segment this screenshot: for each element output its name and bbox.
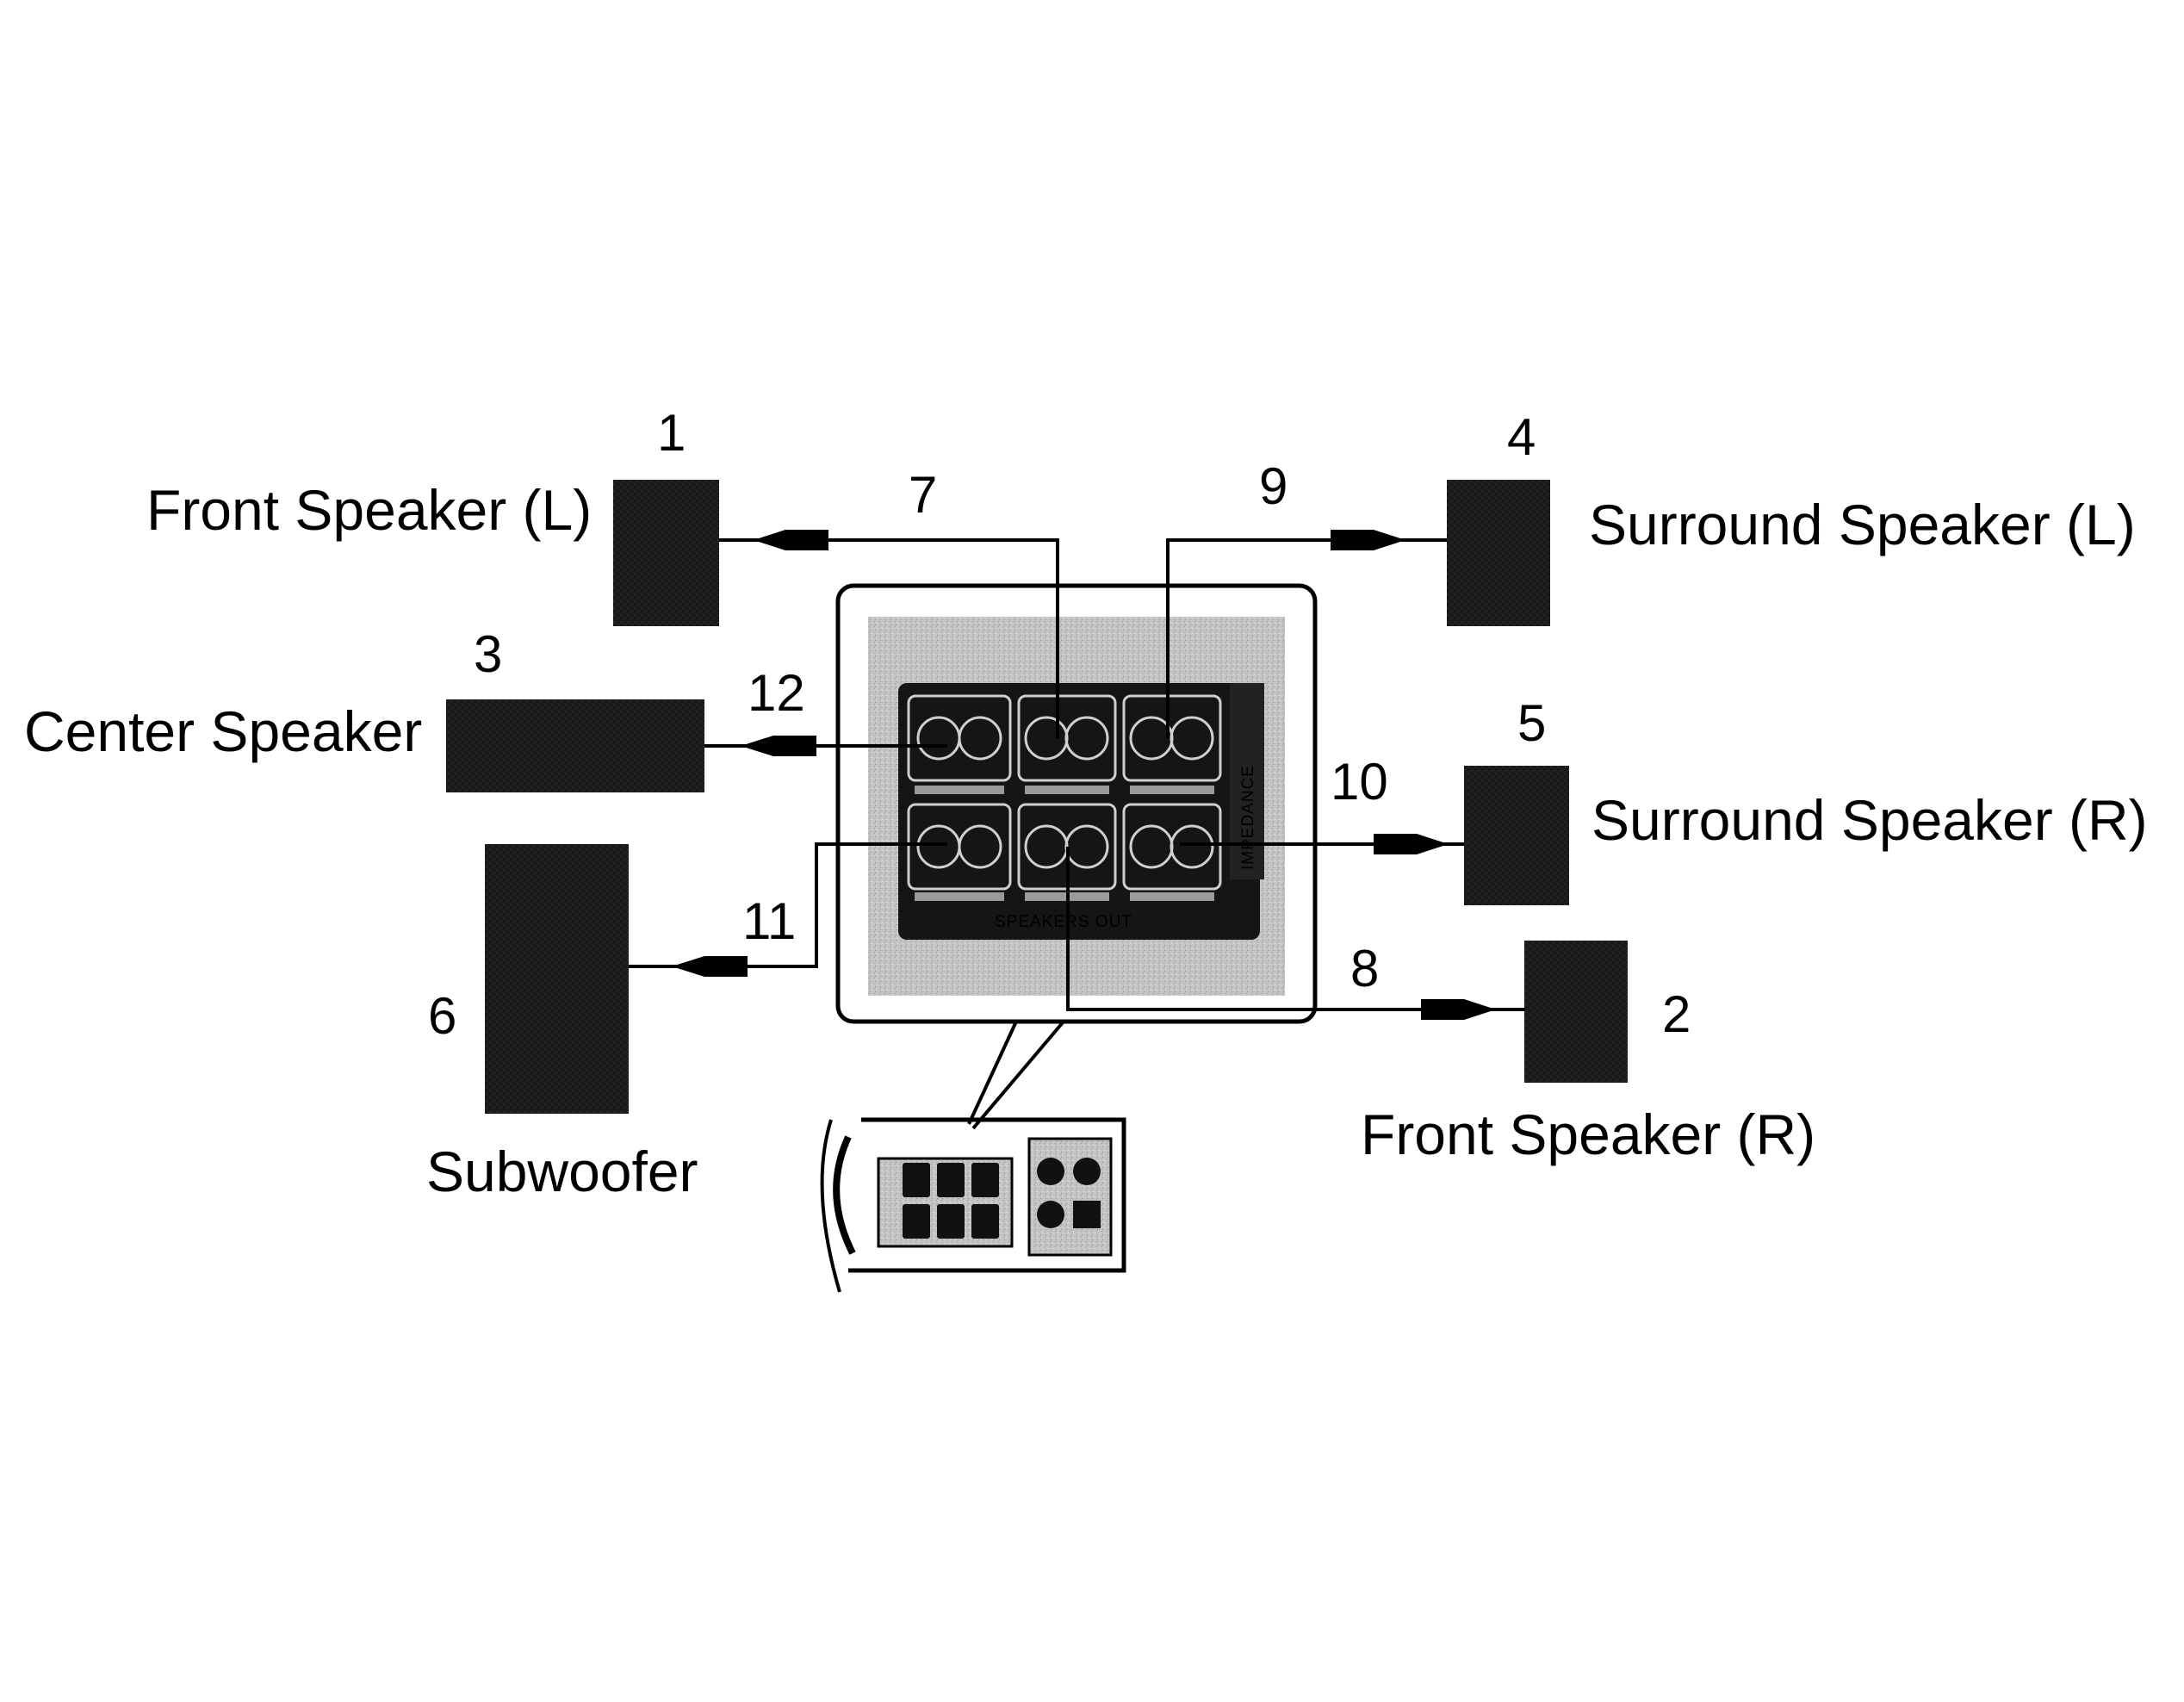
front-left-speaker: [613, 480, 719, 626]
plug-front-left: [754, 530, 828, 550]
front-right-speaker: [1524, 941, 1628, 1083]
front-left-number: 1: [657, 404, 686, 462]
speakers-out-label: SPEAKERS OUT: [995, 913, 1132, 931]
cable-number-front-right: 8: [1350, 940, 1379, 997]
plug-front-right: [1421, 999, 1496, 1020]
surround-left-number: 4: [1507, 408, 1536, 466]
surround-right-speaker: [1464, 766, 1569, 905]
impedance-label: IMPEDANCE: [1239, 765, 1257, 870]
surround-left-label: Surround Speaker (L): [1589, 493, 2136, 556]
cable-number-surround-right: 10: [1331, 753, 1388, 811]
surround-left-speaker: [1447, 480, 1550, 626]
cable-number-surround-left: 9: [1259, 457, 1287, 515]
surround-right-number: 5: [1517, 694, 1546, 752]
plug-subwoofer: [672, 956, 748, 977]
cable-number-front-left: 7: [909, 466, 937, 524]
cable-number-center: 12: [748, 664, 805, 722]
front-right-number: 2: [1662, 985, 1691, 1043]
center-speaker: [446, 699, 704, 792]
cable-number-subwoofer: 11: [742, 892, 796, 950]
plug-surround-right: [1374, 834, 1449, 854]
plug-center: [741, 736, 816, 756]
center-label: Center Speaker: [24, 699, 422, 763]
receiver-rear-panel: [820, 1117, 1126, 1293]
cable-front-right: [1066, 847, 1524, 1011]
speakers-out-panel-zoom: IMPEDANCE SPEAKERS OUT: [835, 583, 1318, 1130]
front-right-label: Front Speaker (R): [1361, 1103, 1815, 1166]
subwoofer-number: 6: [428, 987, 456, 1045]
subwoofer-speaker: [485, 844, 629, 1114]
plug-surround-left: [1331, 530, 1405, 550]
center-number: 3: [474, 625, 502, 683]
surround-right-label: Surround Speaker (R): [1591, 788, 2148, 852]
subwoofer-label: Subwoofer: [426, 1140, 698, 1203]
cable-front-left: [719, 538, 1059, 738]
front-left-label: Front Speaker (L): [146, 478, 592, 542]
